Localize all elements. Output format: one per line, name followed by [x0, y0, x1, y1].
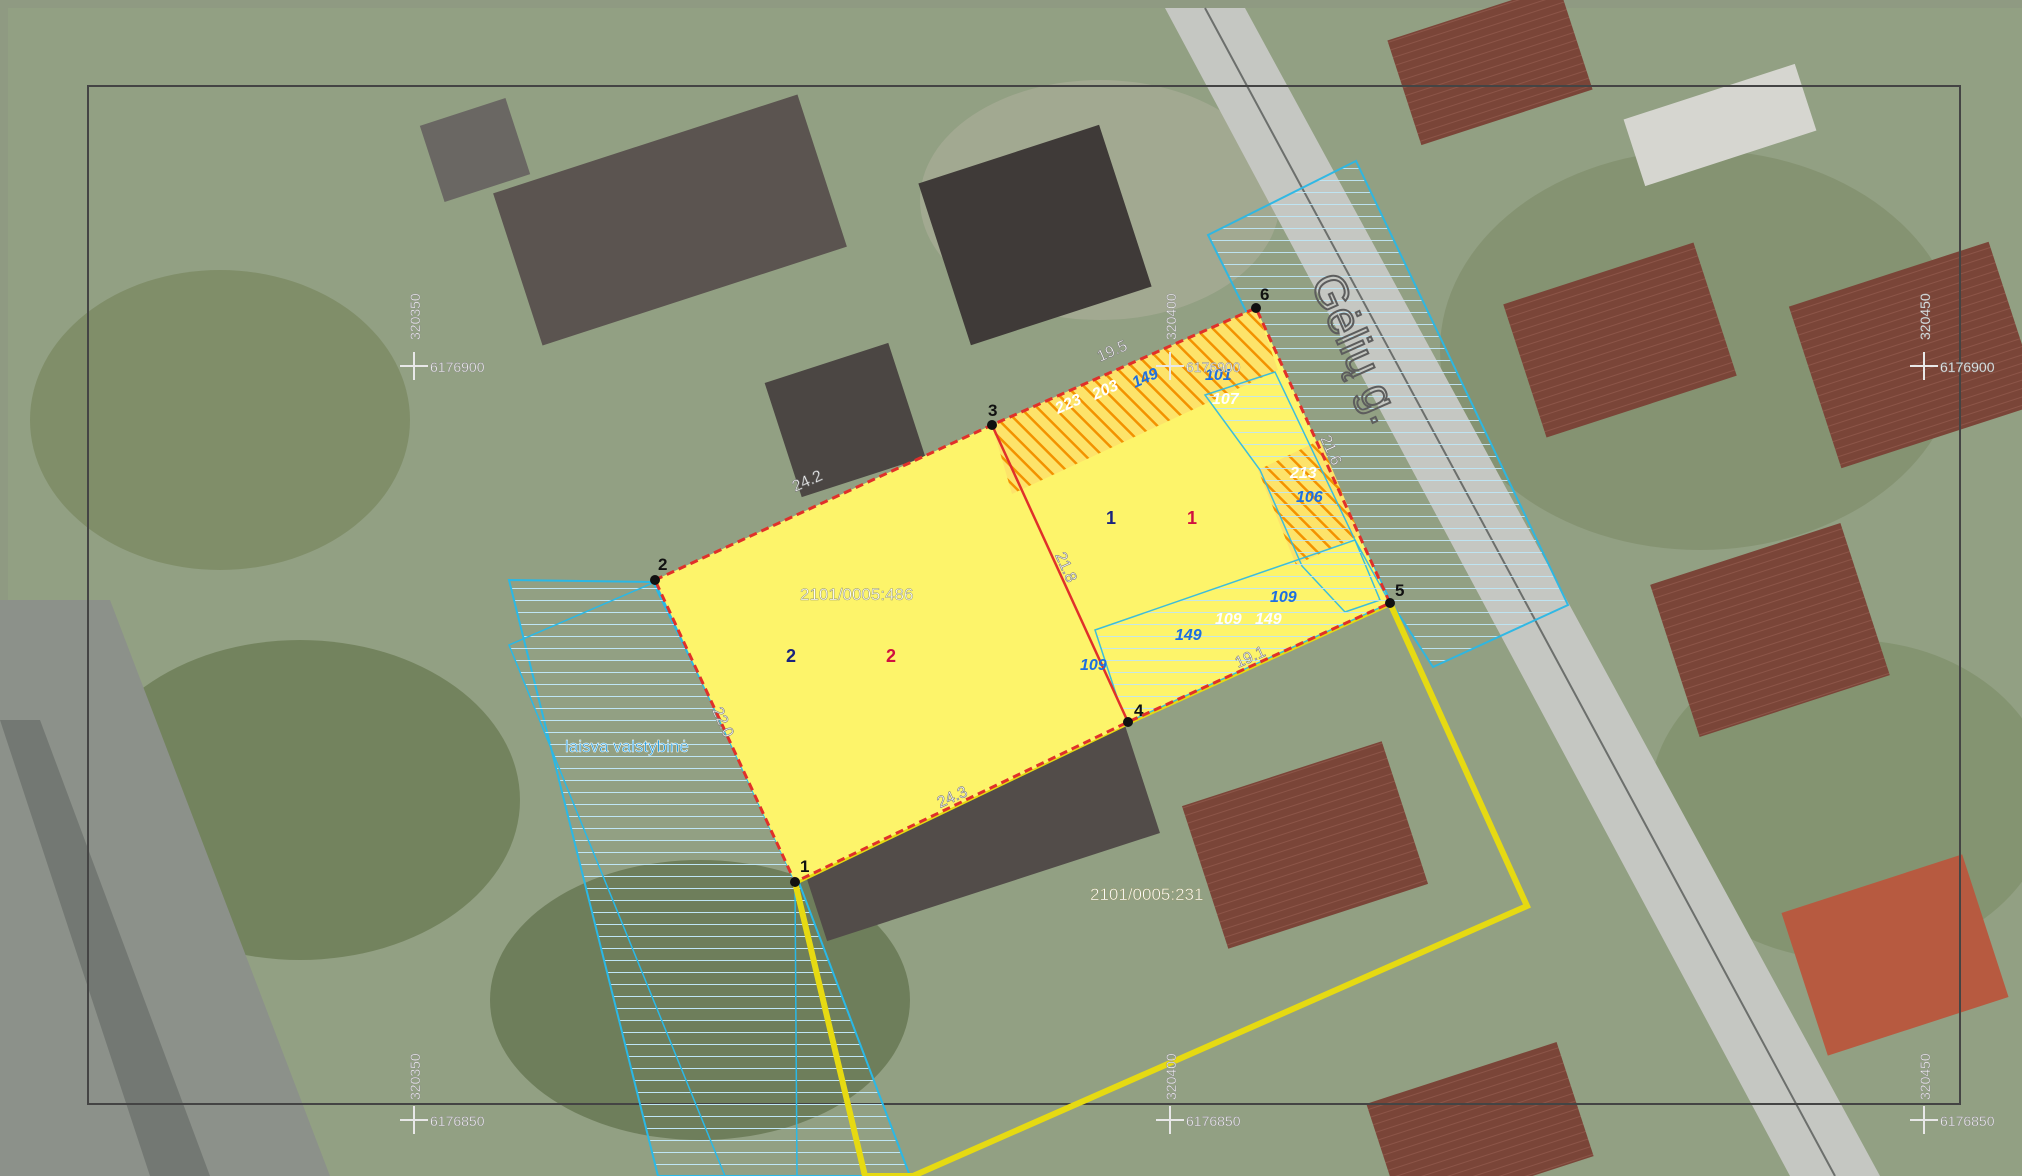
point-label-1: 1 — [800, 857, 809, 876]
coord-x-mid-bottom: 320400 — [1163, 1053, 1179, 1100]
code-blue-g: 109 — [1215, 611, 1242, 628]
coord-y-left-bottom: 6176850 — [430, 1113, 485, 1129]
utility-zone-south[interactable] — [1094, 539, 1392, 723]
coord-y-right-bottom: 6176850 — [1940, 1113, 1995, 1129]
coord-x-right-bottom: 320450 — [1917, 1053, 1933, 1100]
coord-x-left-bottom: 320350 — [407, 1053, 423, 1100]
code-blue-b: 101 — [1205, 367, 1232, 384]
point-label-5: 5 — [1395, 581, 1404, 600]
parcel-south-id[interactable]: 2101/0005:231 — [1090, 885, 1204, 905]
code-blue-f: 149 — [1175, 627, 1202, 644]
point-5[interactable] — [1385, 598, 1395, 608]
point-label-2: 2 — [658, 555, 667, 574]
coord-x-left-top: 320350 — [407, 293, 423, 340]
coord-x-right-top: 320450 — [1917, 293, 1933, 340]
subpart-right-red: 1 — [1187, 508, 1197, 528]
code-blue-h: 109 — [1080, 657, 1107, 674]
grid-crosses — [400, 352, 1938, 1134]
code-blue-d: 106 — [1296, 489, 1323, 506]
parcel-divider-line — [990, 424, 1130, 723]
code-blue-e: 109 — [1270, 589, 1297, 606]
code-blue-i: 149 — [1255, 611, 1282, 628]
point-2[interactable] — [650, 575, 660, 585]
subpart-left-dark: 2 — [786, 646, 796, 666]
subpart-left-red: 2 — [886, 646, 896, 666]
easement-north-strip[interactable] — [992, 308, 1278, 494]
code-orange-c: 213 — [1289, 465, 1317, 482]
coord-y-right-top: 6176900 — [1940, 359, 1995, 375]
point-label-3: 3 — [988, 401, 997, 420]
coord-y-mid-bottom: 6176850 — [1186, 1113, 1241, 1129]
coord-y-left-top: 6176900 — [430, 359, 485, 375]
corner-points — [650, 303, 1395, 887]
point-6[interactable] — [1251, 303, 1261, 313]
point-3[interactable] — [987, 420, 997, 430]
point-label-6: 6 — [1260, 285, 1269, 304]
parcel-main-id[interactable]: 2101/0005:486 — [800, 585, 914, 605]
code-blue-c: 107 — [1212, 391, 1240, 408]
point-1[interactable] — [790, 877, 800, 887]
map-frame — [87, 85, 1961, 1105]
point-4[interactable] — [1123, 717, 1133, 727]
subpart-right-dark: 1 — [1106, 508, 1116, 528]
coord-x-mid-top: 320400 — [1163, 293, 1179, 340]
point-label-4: 4 — [1134, 701, 1144, 720]
state-land-label: laisva valstybinė — [565, 737, 689, 756]
parcel-main[interactable] — [655, 308, 1390, 882]
coord-y-mid-top: 6176900 — [1186, 359, 1241, 375]
